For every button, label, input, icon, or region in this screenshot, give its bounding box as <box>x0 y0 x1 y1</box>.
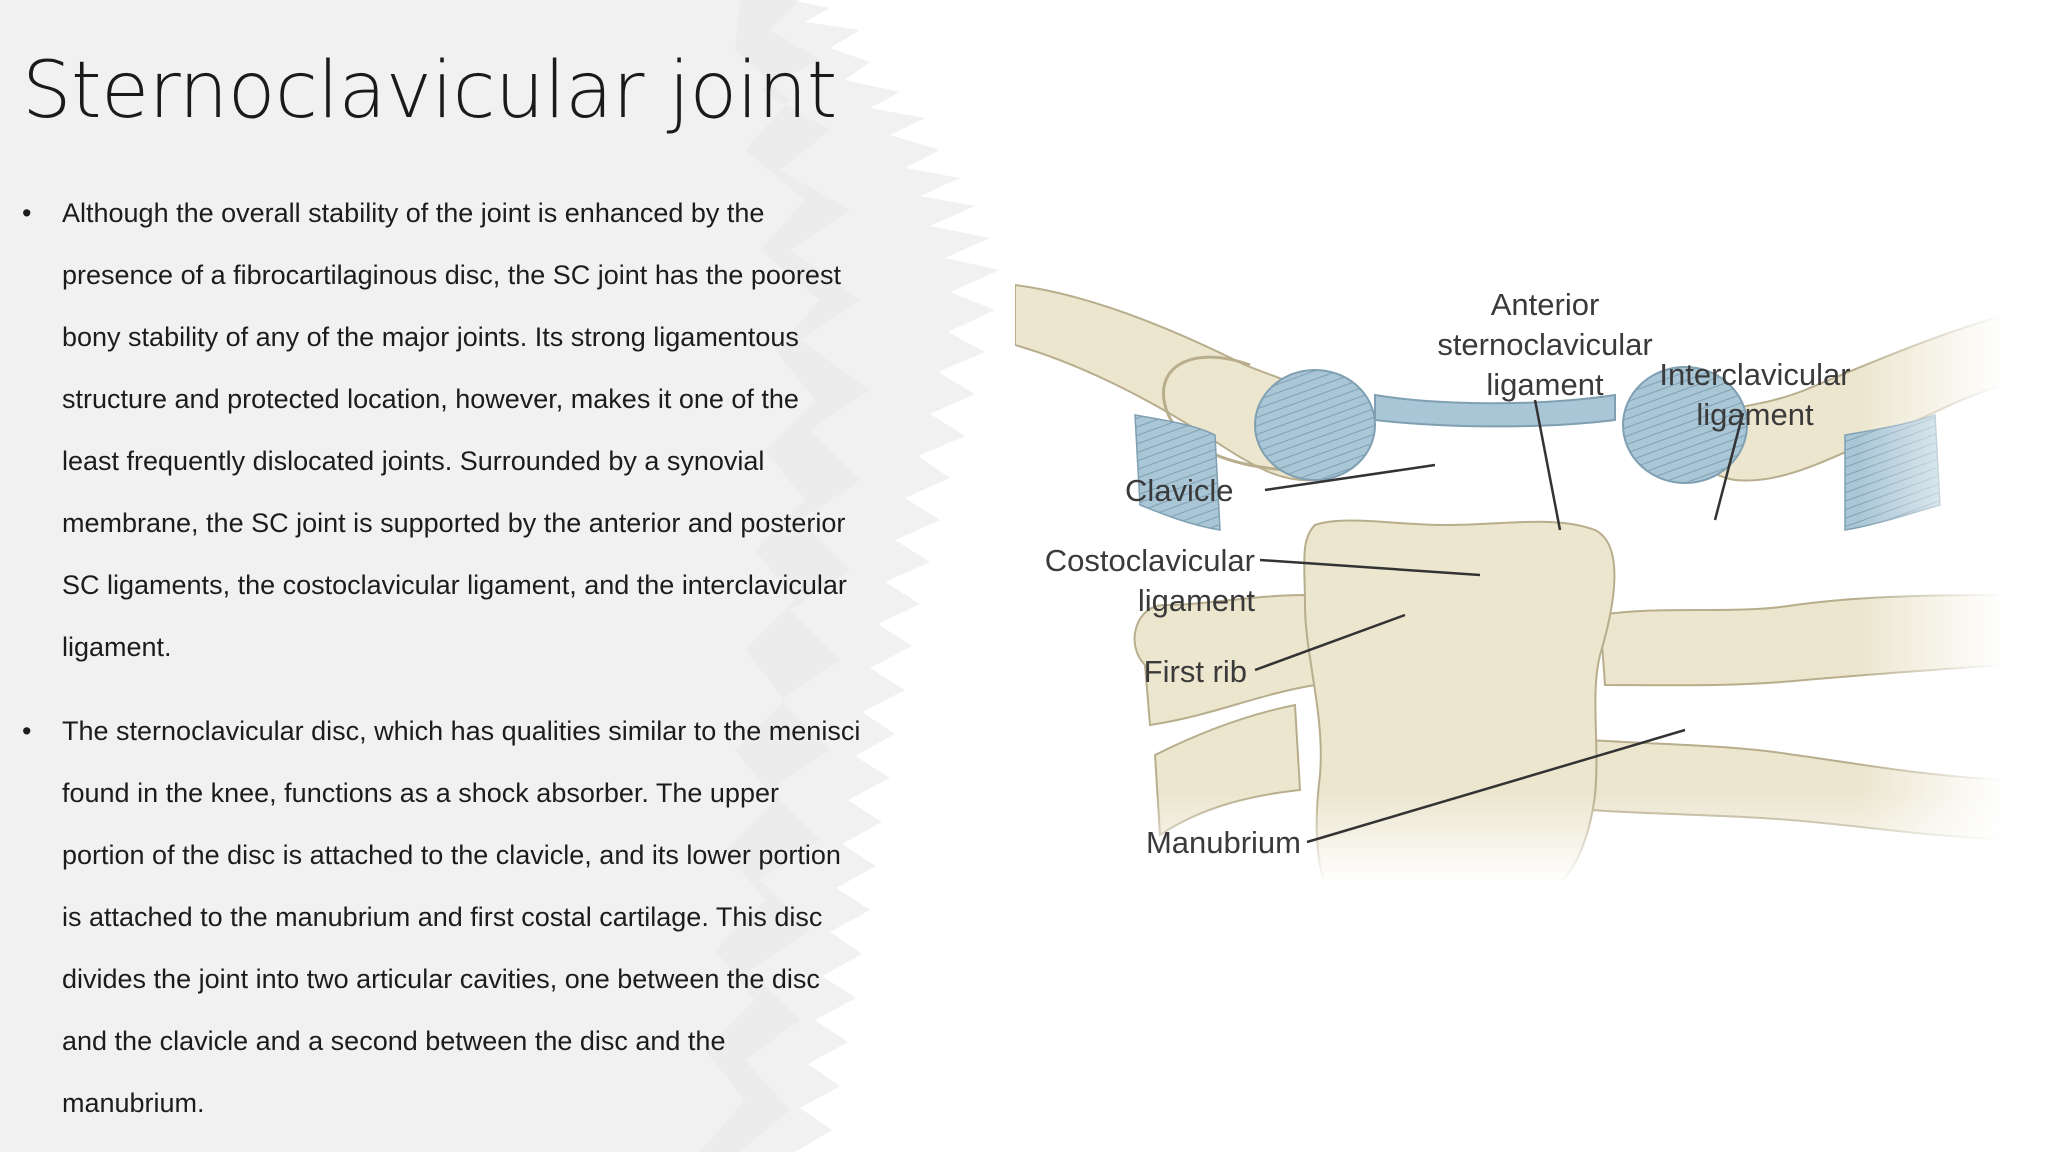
label-clavicle: Clavicle <box>1125 473 1234 508</box>
label-anterior-line2: sternoclavicular <box>1437 327 1652 362</box>
label-interclavicular-line2: ligament <box>1696 397 1814 432</box>
label-costoclavicular-line2: ligament <box>1138 583 1256 618</box>
bullet-list: • Although the overall stability of the … <box>22 182 862 1134</box>
bullet-marker: • <box>22 198 32 228</box>
leader-interclavicular <box>1713 412 1745 521</box>
bullet-marker: • <box>22 716 32 746</box>
label-manubrium: Manubrium <box>1146 825 1301 860</box>
bullet-item-disc: • The sternoclavicular disc, which has q… <box>22 700 862 1134</box>
leader-costoclavicular <box>1259 558 1481 577</box>
leader-clavicle <box>1264 463 1436 492</box>
fade-bottom <box>1015 275 2005 885</box>
anatomy-illustration: Anterior sternoclavicular ligament Inter… <box>1015 275 2005 885</box>
leader-manubrium <box>1306 728 1686 844</box>
label-first-rib: First rib <box>1144 654 1247 689</box>
slide-title: Sternoclavicular joint <box>22 46 837 136</box>
bullet-text: The sternoclavicular disc, which has qua… <box>62 716 861 1118</box>
leader-anterior <box>1533 399 1562 531</box>
label-interclavicular-line1: Interclavicular <box>1659 357 1850 392</box>
label-anterior-line3: ligament <box>1486 367 1604 402</box>
bullet-text: Although the overall stability of the jo… <box>62 198 847 662</box>
sternoclavicular-diagram: Anterior sternoclavicular ligament Inter… <box>1015 275 2005 885</box>
label-costoclavicular-line1: Costoclavicular <box>1045 543 1255 578</box>
bullet-item-stability: • Although the overall stability of the … <box>22 182 862 678</box>
label-anterior-line1: Anterior <box>1491 287 1600 322</box>
leader-first-rib <box>1254 613 1406 672</box>
brush-stroke-texture <box>700 0 870 1152</box>
